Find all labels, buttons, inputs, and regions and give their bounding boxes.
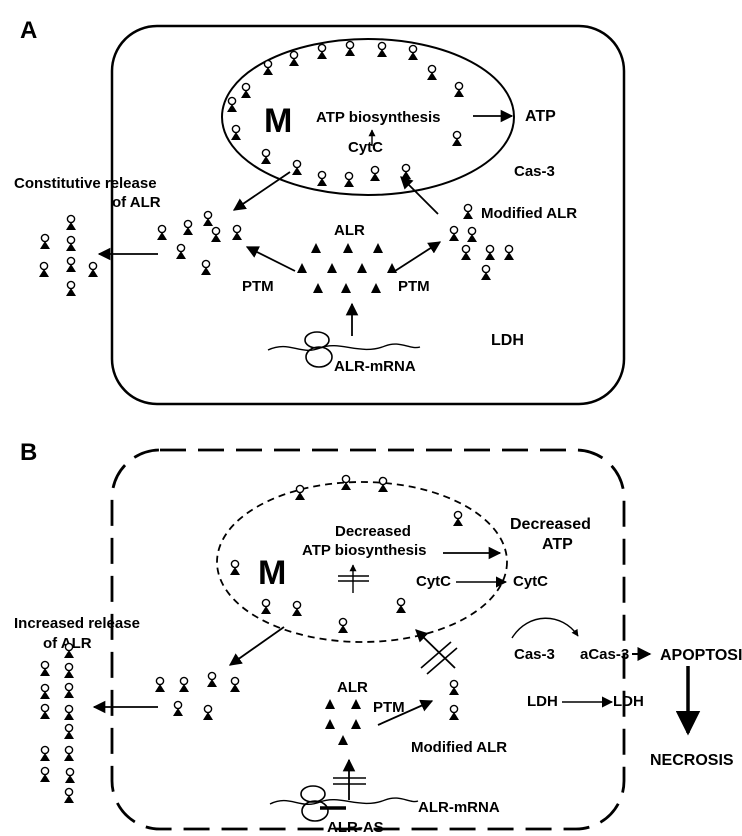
panel-a-letter: A [20,17,37,44]
modified-to-mito-arrow-a [400,176,439,215]
mrna-label-b: ALR-mRNA [418,799,500,816]
necrosis-label: NECROSIS [650,752,734,769]
antisense-label-b: ALR-AS [327,819,384,836]
cas3-activation-arrow-b [511,617,579,639]
mitochondrion-label-a: M [264,102,292,140]
decreased-atp-label-2: ATP [542,536,573,553]
ldh-inside-label-b: LDH [527,693,558,710]
atp-biosynthesis-label: ATP biosynthesis [316,109,440,126]
mito-to-cytoplasm-arrow-b [228,626,285,666]
alr-triangles-a [297,243,397,293]
ptm-left-label-a: PTM [242,278,274,295]
modified-alr-label-b: Modified ALR [411,739,507,756]
ptm-arrow-left-a [245,246,296,272]
constitutive-release-label-1: Constitutive release [14,175,157,192]
atp-label: ATP [525,108,556,125]
cytc-inside-label-b: CytC [416,573,451,590]
mitochondrion-a [221,38,515,196]
mito-to-cytoplasm-arrow-a [232,171,291,211]
increased-release-label-1: Increased release [14,615,140,632]
panel-b: B M Decreased ATP biosynthesis Decreased… [14,439,742,836]
modified-alr-cluster-b [448,679,460,721]
released-alr-b [39,642,76,804]
mitochondrion-b [216,481,508,643]
alr-triangles-b [325,699,361,745]
ldh-label-a: LDH [491,332,524,349]
cas3-label-b: Cas-3 [514,646,555,663]
alr-label-b: ALR [337,679,368,696]
acas3-label-b: aCas-3 [580,646,629,663]
inhibition-mark-translation-b [333,777,366,785]
decreased-biosynthesis-label-1: Decreased [335,523,411,540]
modified-to-mito-arrow-b [415,629,456,669]
panel-a: A M ATP biosynthesis ATP CytC Cas-3 Cons… [14,17,626,406]
ptm-right-label-a: PTM [398,278,430,295]
panel-b-letter: B [20,439,37,466]
cell-membrane-b [110,448,626,831]
ptm-arrow-b [377,699,434,726]
ptm-label-b: PTM [373,699,405,716]
cell-membrane-a [110,24,626,406]
ribosome-mrna-a [267,331,421,368]
cytoplasmic-alr-b [154,671,241,721]
modified-alr-label-a: Modified ALR [481,205,577,222]
apoptosis-label: APOPTOSIS [660,647,742,664]
decreased-atp-label-1: Decreased [510,516,591,533]
mitochondrion-label-b: M [258,554,286,592]
ptm-arrow-right-a [394,241,442,272]
decreased-biosynthesis-label-2: ATP biosynthesis [302,542,426,559]
mrna-label-a: ALR-mRNA [334,358,416,375]
alr-label-a: ALR [334,222,365,239]
released-alr-a [38,214,99,297]
ribosome-mrna-b [269,785,419,822]
cas3-label-a: Cas-3 [514,163,555,180]
inhibition-mark-import-b [420,641,458,675]
cytc-outside-label-b: CytC [513,573,548,590]
cytoplasmic-alr-left-a [156,210,243,276]
constitutive-release-label-2: of ALR [112,194,161,211]
ldh-outside-label-b: LDH [613,693,644,710]
inhibition-mark-cytc-b [338,575,369,582]
cytc-label-a: CytC [348,139,383,156]
